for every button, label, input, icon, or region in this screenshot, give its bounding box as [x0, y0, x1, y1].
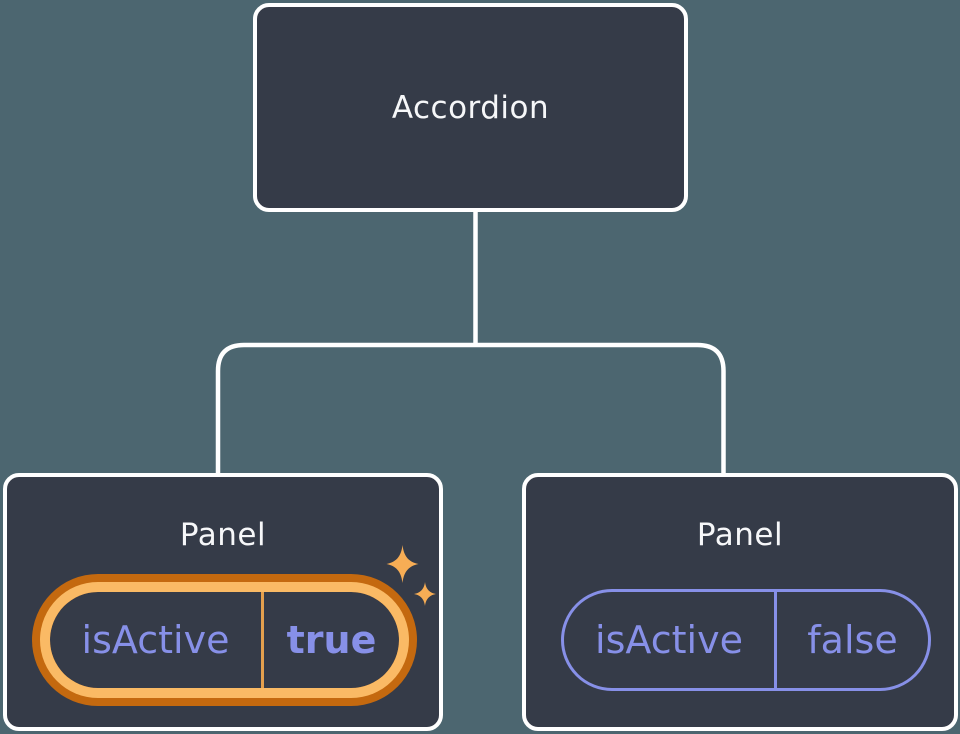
connector-branch	[215, 342, 726, 474]
panel-node-active: Panel isActive true	[3, 473, 443, 731]
state-pill-active: isActive true	[50, 592, 399, 688]
state-value: false	[774, 592, 928, 688]
panel-node-label: Panel	[696, 517, 784, 553]
accordion-node-label: Accordion	[391, 89, 550, 126]
accordion-node: Accordion	[253, 3, 688, 212]
state-value: true	[261, 592, 399, 688]
panel-node-inactive: Panel isActive false	[522, 473, 958, 731]
state-pill-inactive: isActive false	[561, 589, 931, 691]
panel-node-label: Panel	[179, 517, 267, 553]
state-key: isActive	[595, 618, 743, 662]
state-key: isActive	[81, 618, 230, 662]
